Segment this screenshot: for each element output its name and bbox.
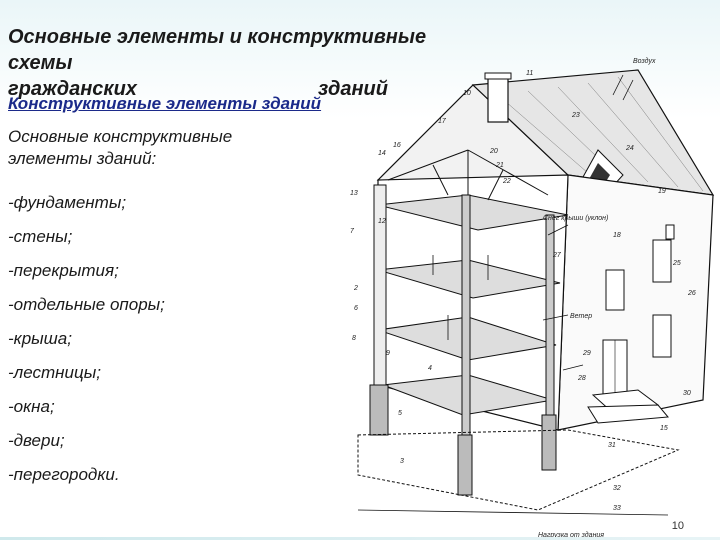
load-arrows [432, 74, 634, 371]
svg-text:26: 26 [687, 290, 696, 297]
house-diagram: Воздух Снег крыши (уклон) Ветер Нагрузка… [350, 57, 715, 539]
svg-text:10: 10 [463, 90, 471, 97]
slide-title: Основные элементы и конструктивные схемы… [8, 24, 478, 102]
svg-text:33: 33 [613, 505, 621, 512]
label-vozduh: Воздух [633, 57, 656, 65]
facade-windows [605, 224, 675, 358]
svg-text:8: 8 [352, 335, 356, 342]
svg-text:12: 12 [378, 218, 386, 225]
title-line-2-right: зданий [318, 78, 388, 100]
foundation [369, 384, 557, 496]
svg-text:31: 31 [608, 442, 616, 449]
chimney-cap [484, 72, 512, 80]
svg-text:27: 27 [552, 252, 562, 259]
elements-list: -фундаменты; -стены; -перекрытия; -отдел… [8, 186, 308, 492]
svg-text:32: 32 [613, 485, 621, 492]
svg-text:29: 29 [582, 350, 591, 357]
svg-text:5: 5 [398, 410, 402, 417]
title-line-1: Основные элементы и конструктивные схемы [8, 26, 427, 74]
label-ground-load: Нагрузка от здания [538, 531, 604, 539]
svg-text:28: 28 [577, 375, 586, 382]
list-item: -стены; [8, 227, 73, 246]
chimney [487, 76, 509, 123]
list-item: -двери; [8, 431, 65, 450]
list-item: -перегородки. [8, 465, 120, 484]
svg-text:11: 11 [526, 70, 533, 77]
svg-text:15: 15 [660, 425, 668, 432]
svg-text:6: 6 [354, 305, 358, 312]
interior-column [545, 214, 555, 446]
svg-text:3: 3 [400, 458, 404, 465]
intro-text: Основные конструктивные элементы зданий: [8, 127, 233, 168]
svg-text:13: 13 [350, 190, 358, 197]
label-wind: Ветер [570, 313, 592, 320]
list-item: -крыша; [8, 329, 72, 348]
page-number: 10 [671, 520, 684, 532]
svg-text:7: 7 [350, 228, 355, 235]
list-item: -отдельные опоры; [8, 295, 165, 314]
svg-text:24: 24 [625, 145, 634, 152]
svg-text:14: 14 [378, 150, 386, 157]
svg-text:17: 17 [438, 118, 447, 125]
svg-text:18: 18 [613, 232, 621, 239]
svg-text:16: 16 [393, 142, 401, 149]
roof-truss [387, 149, 549, 201]
title-line-2-left: гражданских [8, 78, 137, 100]
svg-text:4: 4 [428, 365, 432, 372]
label-snow: Снег крыши (уклон) [543, 215, 608, 222]
callout-numbers: 11 12 10 17 14 16 20 21 22 23 24 13 19 2… [350, 70, 696, 512]
bottom-rule [0, 537, 720, 540]
basement-outline [357, 429, 680, 511]
svg-text:23: 23 [571, 112, 580, 119]
list-item: -фундаменты; [8, 193, 127, 212]
svg-text:21: 21 [495, 162, 504, 169]
slide-subtitle: Конструктивные элементы зданий [8, 94, 322, 113]
svg-text:19: 19 [658, 188, 666, 195]
svg-text:2: 2 [353, 285, 358, 292]
svg-text:20: 20 [489, 148, 498, 155]
svg-text:25: 25 [672, 260, 681, 267]
list-item: -перекрытия; [8, 261, 119, 280]
svg-text:30: 30 [683, 390, 691, 397]
list-item: -окна; [8, 397, 55, 416]
title-line-2: гражданских зданий [8, 76, 388, 102]
svg-text:9: 9 [386, 350, 390, 357]
list-item: -лестницы; [8, 363, 101, 382]
svg-text:22: 22 [502, 178, 511, 185]
interior-column [461, 194, 471, 476]
